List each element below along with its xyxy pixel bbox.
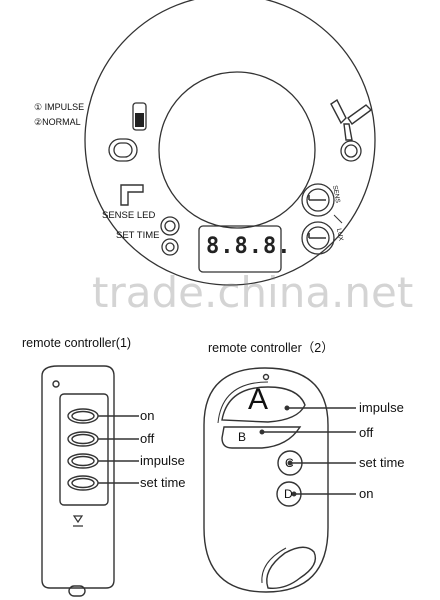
remote1-button-panel (59, 393, 109, 506)
watermark: trade.china.net (92, 268, 414, 317)
remote1-label-on: on (140, 408, 155, 423)
left-oval-hole (108, 138, 138, 162)
remote2-title: remote controller（2） (208, 341, 334, 355)
set-time-label: SET TIME (116, 230, 160, 241)
mode-switch-slider (135, 113, 144, 127)
lux-knob[interactable] (301, 221, 335, 255)
remote2-body (203, 367, 329, 593)
lux-knob-label: LUX (335, 227, 345, 242)
mode-switch[interactable] (132, 102, 147, 131)
remote2-label-set-time: set time (359, 455, 405, 470)
sensor-device (84, 0, 376, 286)
remote2-key-d-letter: D (284, 487, 293, 501)
remote2-key-c-letter: C (285, 456, 294, 470)
corner-bracket-icon (120, 184, 144, 206)
remote2-key-b-letter: B (238, 430, 247, 444)
remote1-label-impulse: impulse (140, 453, 185, 468)
remote2-label-impulse: impulse (359, 400, 404, 415)
remote1-title: remote controller(1) (22, 336, 132, 350)
device-lens (158, 71, 316, 229)
remote1-label-off: off (140, 431, 155, 446)
remote1-body (41, 365, 115, 589)
remote2-key-a-letter: A (248, 383, 269, 416)
remote2-label-off: off (359, 425, 374, 440)
digit-display (198, 225, 282, 273)
remote2-label-on: on (359, 486, 374, 501)
device-outer-ring (84, 0, 376, 286)
remote-controller-1 (41, 365, 139, 597)
mode-impulse-label: ① IMPULSE (34, 102, 85, 112)
sense-led-label: SENSE LED (102, 210, 156, 221)
sens-knob[interactable] (301, 183, 335, 217)
remote-controller-2 (203, 367, 356, 593)
sense-led (160, 216, 180, 236)
set-time-button[interactable] (161, 238, 179, 256)
mode-normal-label: ②NORMAL (34, 117, 81, 127)
display-digits: 8.8.8. (206, 234, 292, 259)
remote1-label-set-time: set time (140, 475, 186, 490)
remote2-key-a[interactable] (221, 386, 306, 423)
fan-icon (330, 98, 373, 141)
remote2-key-b[interactable] (221, 426, 302, 449)
remote2-loop-hole (266, 546, 317, 589)
right-round-hole (340, 140, 362, 162)
